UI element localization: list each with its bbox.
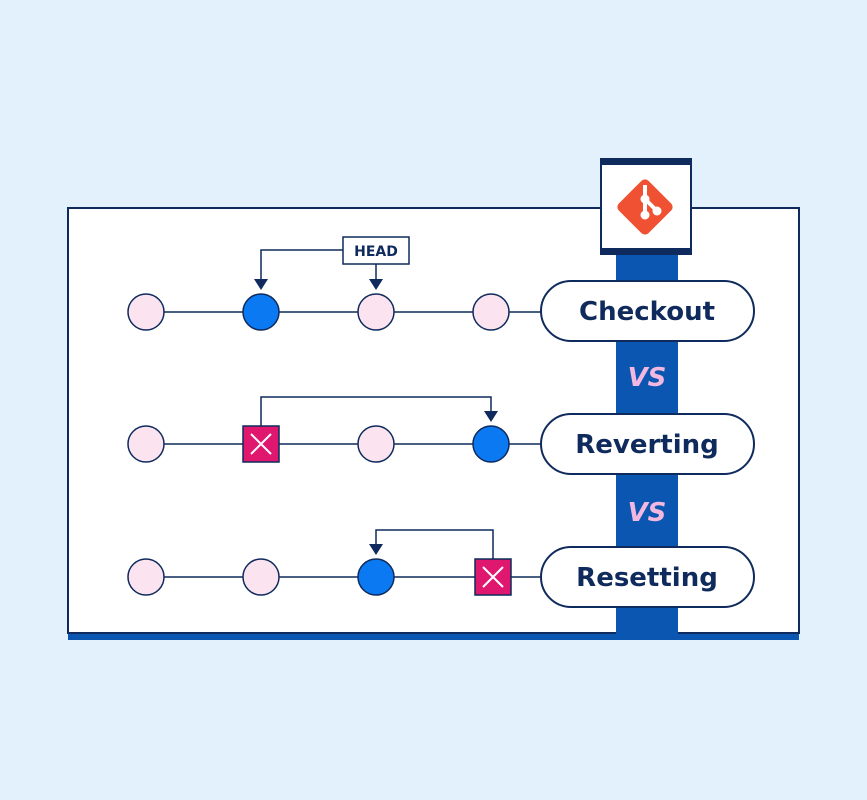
head-label: HEAD — [354, 244, 398, 260]
commit-node-active — [242, 293, 280, 331]
reset-arrow — [369, 529, 494, 559]
head-pointer: HEAD — [254, 236, 410, 290]
vs-label-bottom: VS — [628, 498, 667, 528]
pill-label-checkout: Checkout — [579, 297, 715, 327]
arrow-head-icon — [369, 544, 383, 555]
commit-node — [127, 558, 165, 596]
row-reverting: Reverting — [127, 396, 755, 475]
commit-node — [357, 293, 395, 331]
pill-reverting — [540, 413, 755, 475]
commit-node-active — [472, 425, 510, 463]
arrow-head-icon — [254, 279, 268, 290]
commit-removed — [242, 425, 280, 463]
row-checkout: HEAD Checkout — [127, 236, 755, 342]
commit-node — [472, 293, 510, 331]
pill-label-resetting: Resetting — [576, 563, 718, 593]
revert-arrow — [260, 396, 498, 426]
arrow-head-icon — [484, 411, 498, 422]
panel-shadow — [68, 630, 799, 640]
vs-label-top: VS — [628, 363, 667, 393]
row-resetting: Resetting — [127, 529, 755, 608]
arrow-head-icon — [369, 279, 383, 290]
commit-node — [242, 558, 280, 596]
commit-node — [357, 425, 395, 463]
commit-removed — [474, 558, 512, 596]
pill-label-reverting: Reverting — [575, 430, 719, 460]
commit-node — [127, 293, 165, 331]
pill-resetting — [540, 546, 755, 608]
commit-node — [127, 425, 165, 463]
commit-node-active — [357, 558, 395, 596]
pill-checkout — [540, 280, 755, 342]
git-logo-icon — [617, 179, 673, 235]
